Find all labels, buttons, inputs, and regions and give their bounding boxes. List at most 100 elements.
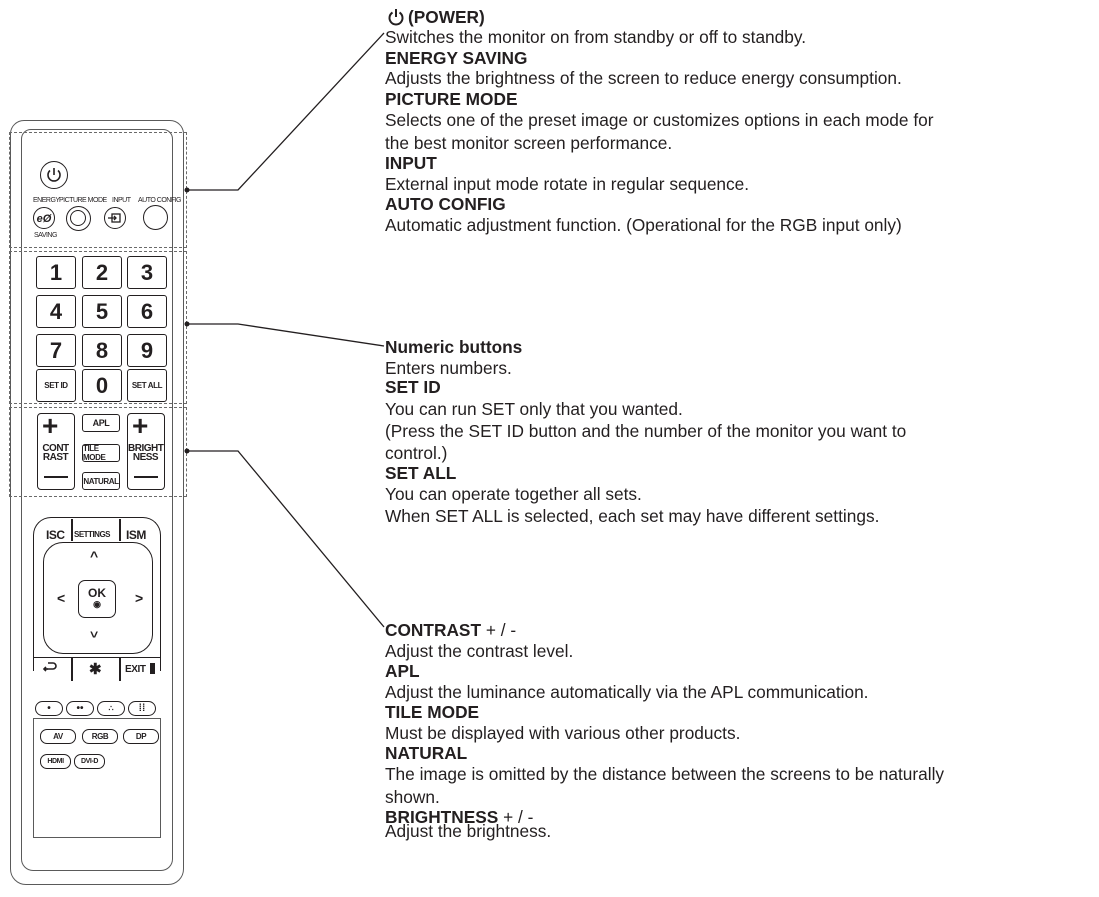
contrast-heading: CONTRAST + / - bbox=[385, 620, 516, 640]
input-label: INPUT bbox=[112, 197, 131, 204]
callout-line-adjust bbox=[187, 450, 385, 628]
saving-label: SAVING bbox=[34, 232, 57, 239]
auto-desc: Automatic adjustment function. (Operatio… bbox=[385, 215, 902, 235]
picture-mode-label: PICTURE MODE bbox=[59, 197, 107, 204]
picture-mode-button[interactable] bbox=[66, 206, 91, 231]
nav-divider-3 bbox=[71, 657, 73, 681]
picture-title: PICTURE MODE bbox=[385, 89, 518, 109]
picture-mode-inner-ring bbox=[70, 210, 86, 226]
navigation-panel bbox=[33, 517, 161, 671]
set-all-button[interactable]: SET ALL bbox=[127, 369, 167, 402]
direction-pad[interactable] bbox=[43, 542, 153, 654]
numeric-desc: Enters numbers. bbox=[385, 358, 512, 378]
input-desc: External input mode rotate in regular se… bbox=[385, 174, 750, 194]
isc-button[interactable]: ISC bbox=[46, 528, 65, 542]
contrast-minus-icon bbox=[44, 476, 68, 478]
input-button[interactable] bbox=[104, 207, 126, 229]
callout-line-numeric bbox=[187, 323, 385, 347]
input-source-panel bbox=[33, 718, 161, 838]
one-dot-button[interactable]: • bbox=[35, 701, 63, 716]
set-id-button[interactable]: SET ID bbox=[36, 369, 76, 402]
key-3[interactable]: 3 bbox=[127, 256, 167, 289]
back-icon[interactable] bbox=[41, 661, 59, 675]
input-title: INPUT bbox=[385, 153, 437, 173]
star-button[interactable]: ✱ bbox=[89, 661, 102, 678]
power-title: (POWER) bbox=[408, 7, 485, 27]
tile-mode-button[interactable]: TILE MODE bbox=[82, 444, 120, 462]
dot-icons: ⁞⁞ bbox=[138, 703, 146, 714]
ok-button[interactable]: OK ◉ bbox=[78, 580, 116, 618]
auto-config-button[interactable] bbox=[143, 205, 168, 230]
dp-button[interactable]: DP bbox=[123, 729, 159, 744]
key-4[interactable]: 4 bbox=[36, 295, 76, 328]
setid-title: SET ID bbox=[385, 377, 441, 397]
av-button[interactable]: AV bbox=[40, 729, 76, 744]
power-desc: Switches the monitor on from standby or … bbox=[385, 27, 807, 47]
key-0[interactable]: 0 bbox=[82, 369, 122, 402]
key-7[interactable]: 7 bbox=[36, 334, 76, 367]
auto-title: AUTO CONFIG bbox=[385, 194, 506, 214]
brightness-desc: Adjust the brightness. bbox=[385, 821, 552, 841]
apl-desc: Adjust the luminance automatically via t… bbox=[385, 682, 869, 702]
setall-desc-2: When SET ALL is selected, each set may h… bbox=[385, 506, 880, 526]
arrow-up-icon[interactable]: ^ bbox=[90, 548, 99, 564]
natural-desc-2: shown. bbox=[385, 787, 440, 807]
key-5[interactable]: 5 bbox=[82, 295, 122, 328]
three-dot-button[interactable]: ∴ bbox=[97, 701, 125, 716]
setall-title: SET ALL bbox=[385, 463, 457, 483]
key-2[interactable]: 2 bbox=[82, 256, 122, 289]
natural-desc-1: The image is omitted by the distance bet… bbox=[385, 764, 945, 784]
setall-desc-1: You can operate together all sets. bbox=[385, 484, 642, 504]
dot-icons: ∴ bbox=[108, 704, 114, 713]
key-8[interactable]: 8 bbox=[82, 334, 122, 367]
brightness-heading: BRIGHTNESS + / - bbox=[385, 807, 533, 827]
group-box-numeric bbox=[9, 251, 187, 404]
input-icon bbox=[108, 213, 121, 223]
remote-control bbox=[10, 120, 184, 885]
key-6[interactable]: 6 bbox=[127, 295, 167, 328]
four-dot-button[interactable]: ⁞⁞ bbox=[128, 701, 156, 716]
hdmi-button[interactable]: HDMI bbox=[40, 754, 71, 769]
nav-divider-4 bbox=[119, 657, 121, 681]
contrast-suffix: + / - bbox=[481, 620, 517, 640]
key-9[interactable]: 9 bbox=[127, 334, 167, 367]
contrast-rocker[interactable]: + CONT RAST bbox=[37, 410, 75, 490]
natural-button[interactable]: NATURAL bbox=[82, 472, 120, 490]
power-icon bbox=[388, 9, 404, 26]
apl-button[interactable]: APL bbox=[82, 414, 120, 432]
remote-inner-outline bbox=[21, 129, 173, 871]
brightness-rocker[interactable]: + BRIGHT NESS bbox=[127, 412, 165, 490]
numeric-title: Numeric buttons bbox=[385, 337, 523, 357]
nav-bottom-line bbox=[33, 657, 161, 658]
power-icon bbox=[47, 168, 61, 182]
dot-icons: • bbox=[47, 703, 51, 714]
nav-divider-1 bbox=[71, 519, 73, 541]
settings-button[interactable]: SETTINGS bbox=[74, 530, 111, 539]
dvi-d-button[interactable]: DVI-D bbox=[74, 754, 105, 769]
power-button[interactable] bbox=[40, 161, 68, 189]
energy-saving-icon: eØ bbox=[37, 213, 52, 225]
ism-button[interactable]: ISM bbox=[126, 528, 146, 542]
ok-label: OK bbox=[88, 586, 106, 600]
callout-line-top bbox=[187, 32, 385, 191]
picture-desc-1: Selects one of the preset image or custo… bbox=[385, 110, 934, 130]
exit-icon bbox=[150, 663, 155, 674]
arrow-right-icon[interactable]: > bbox=[135, 590, 144, 606]
exit-button[interactable]: EXIT bbox=[125, 664, 146, 675]
dot-icons: •• bbox=[76, 703, 84, 714]
rgb-button[interactable]: RGB bbox=[82, 729, 118, 744]
brightness-title: BRIGHTNESS bbox=[385, 807, 499, 827]
svg-text:eØ: eØ bbox=[37, 213, 52, 225]
contrast-plus-icon: + bbox=[42, 410, 59, 441]
key-1[interactable]: 1 bbox=[36, 256, 76, 289]
arrow-left-icon[interactable]: < bbox=[57, 590, 66, 606]
two-dot-button[interactable]: •• bbox=[66, 701, 94, 716]
contrast-label: CONT RAST bbox=[42, 443, 69, 463]
brightness-minus-icon bbox=[134, 476, 158, 478]
contrast-desc: Adjust the contrast level. bbox=[385, 641, 574, 661]
natural-title: NATURAL bbox=[385, 743, 468, 763]
brightness-label: BRIGHT NESS bbox=[128, 443, 164, 463]
energy-saving-button[interactable]: eØ bbox=[33, 207, 55, 229]
brightness-suffix: + / - bbox=[498, 807, 534, 827]
auto-config-label: AUTO CONFIG bbox=[138, 197, 181, 204]
